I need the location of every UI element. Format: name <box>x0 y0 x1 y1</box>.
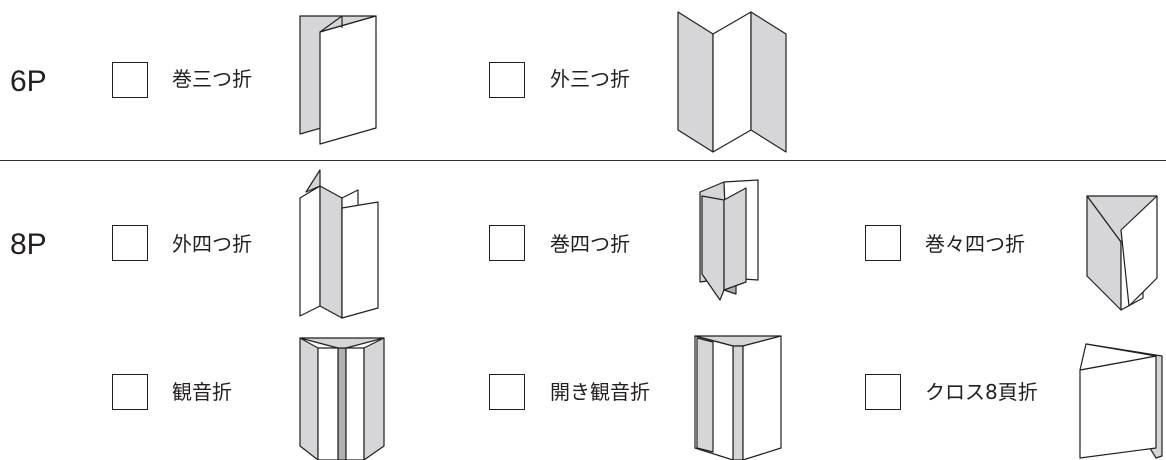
roll-fold-4-icon <box>699 179 759 301</box>
option-label-double-roll-fold-4: 巻々四つ折 <box>925 232 1025 256</box>
section-label-8p: 8P <box>10 228 47 261</box>
double-roll-fold-4-icon <box>1086 195 1158 311</box>
option-label-accordion-fold-4: 外四つ折 <box>172 232 252 256</box>
cross-fold-8-page-icon <box>1079 343 1163 459</box>
option-label-roll-fold-3: 巻三つ折 <box>172 67 252 91</box>
section-label-6p: 6P <box>10 65 47 98</box>
option-label-open-gate-fold: 開き観音折 <box>550 380 650 404</box>
option-label-roll-fold-4: 巻四つ折 <box>550 232 630 256</box>
open-gate-fold-icon <box>694 335 782 460</box>
checkbox-double-roll-fold-4[interactable] <box>865 225 901 261</box>
option-label-cross-fold-8-page: クロス8頁折 <box>925 380 1038 404</box>
checkbox-roll-fold-3[interactable] <box>112 62 148 98</box>
gate-fold-icon <box>299 337 385 460</box>
checkbox-roll-fold-4[interactable] <box>489 225 525 261</box>
z-fold-3-icon <box>677 11 787 153</box>
checkbox-accordion-fold-4[interactable] <box>112 225 148 261</box>
option-label-z-fold-3: 外三つ折 <box>550 67 630 91</box>
option-label-gate-fold: 観音折 <box>172 380 232 404</box>
checkbox-open-gate-fold[interactable] <box>489 374 525 410</box>
checkbox-cross-fold-8-page[interactable] <box>865 374 901 410</box>
section-divider <box>0 160 1166 161</box>
roll-fold-3-icon <box>299 15 377 145</box>
checkbox-z-fold-3[interactable] <box>489 62 525 98</box>
accordion-fold-4-icon <box>299 169 379 319</box>
checkbox-gate-fold[interactable] <box>112 374 148 410</box>
